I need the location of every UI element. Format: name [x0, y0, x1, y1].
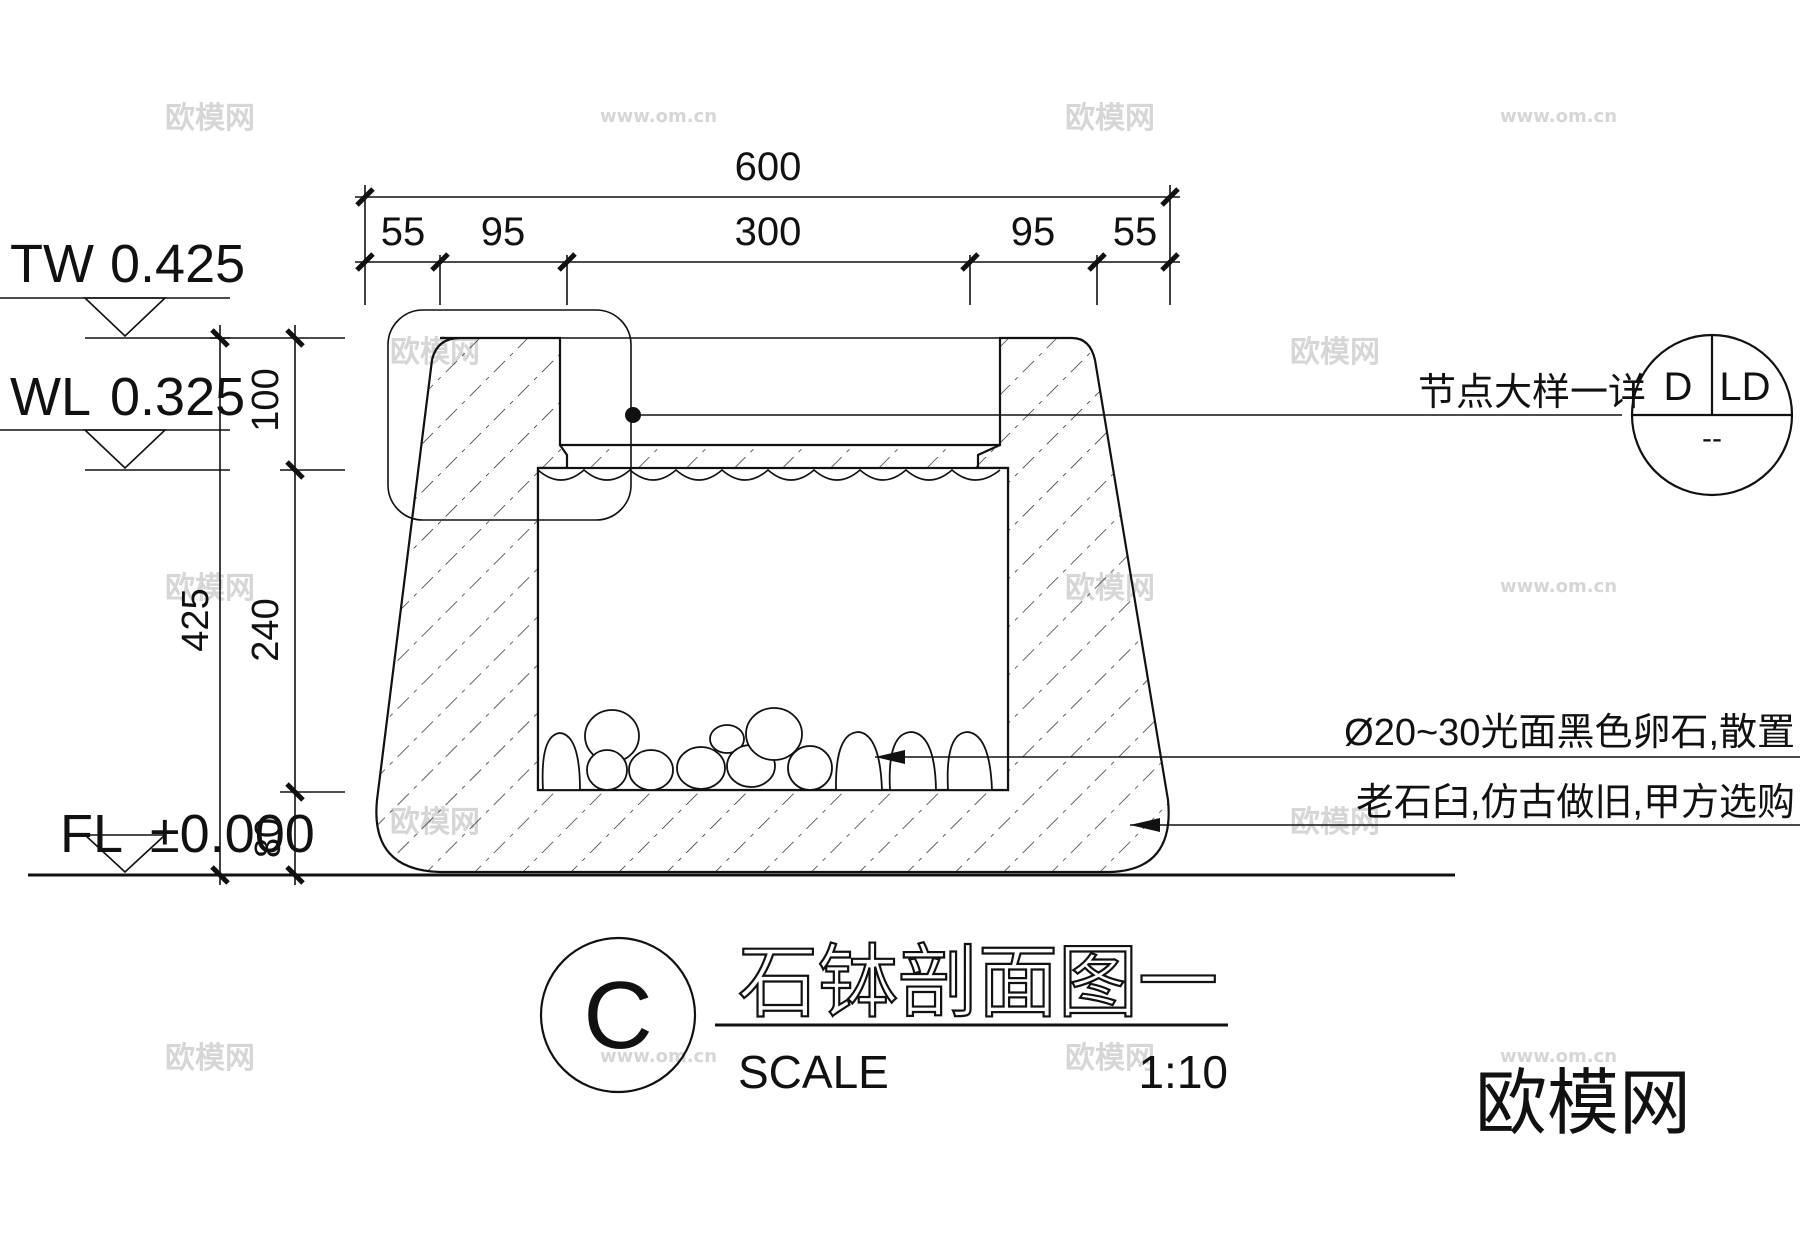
watermark-url: www.om.cn: [600, 106, 717, 127]
dim-segment: 95: [1011, 210, 1056, 254]
watermark-url: www.om.cn: [1500, 576, 1617, 597]
section-title-block: C 石钵剖面图一 SCALE 1:10: [539, 935, 1228, 1098]
watermark-logo: 欧模网: [1290, 805, 1380, 840]
pebbles: [541, 707, 993, 791]
watermark-logo: 欧模网: [1065, 1041, 1155, 1076]
level-tag: FL: [60, 804, 123, 864]
top-dimensions: 600 55 95 300 95 55: [355, 145, 1180, 305]
scale-label: SCALE: [738, 1046, 889, 1098]
drawing-title: 石钵剖面图一: [738, 936, 1218, 1029]
watermark-url: www.om.cn: [600, 1046, 717, 1067]
section-symbol-letter: C: [583, 962, 652, 1069]
leader-arrow-icon: [1130, 818, 1160, 832]
level-tag: TW: [10, 234, 94, 294]
note-pebbles: Ø20~30光面黑色卵石,散置: [1344, 712, 1795, 754]
detail-callout-number: LD: [1719, 365, 1770, 409]
note-mortar: 老石臼,仿古做旧,甲方选购: [1356, 782, 1795, 824]
detail-callout-label: 节点大样一详: [1418, 372, 1646, 414]
watermark-logo: 欧模网: [1065, 101, 1155, 136]
dim-segment: 55: [381, 210, 426, 254]
level-triangle-icon: [82, 834, 168, 874]
scale-value: 1:10: [1138, 1046, 1228, 1098]
dim-inner-depth: 240: [245, 598, 287, 661]
watermark-logo: 欧模网: [165, 571, 255, 606]
level-triangle-icon: [82, 297, 168, 338]
leader-dot-icon: [625, 407, 641, 423]
level-tag: WL: [10, 367, 91, 427]
watermark-logo: 欧模网: [165, 101, 255, 136]
brand-watermark: 欧模网: [1475, 1064, 1691, 1144]
dim-base-height: 80: [247, 818, 288, 858]
level-value: 0.425: [110, 234, 245, 294]
level-value: ±0.000: [150, 804, 315, 864]
level-value: 0.325: [110, 367, 245, 427]
detail-callout-sheet: D: [1664, 365, 1693, 409]
material-notes: Ø20~30光面黑色卵石,散置 老石臼,仿古做旧,甲方选购: [875, 712, 1800, 832]
watermark-logo: 欧模网: [165, 1041, 255, 1076]
watermark-logo: 欧模网: [1290, 335, 1380, 370]
dim-segment: 55: [1113, 210, 1158, 254]
left-dimensions: 100 425 240 80: [175, 325, 345, 885]
dim-segment: 95: [481, 210, 526, 254]
section-symbol-circle: [539, 936, 697, 1094]
watermark-url: www.om.cn: [1500, 1046, 1617, 1067]
leader-arrow-icon: [875, 750, 905, 764]
dim-segment: 300: [735, 210, 802, 254]
level-triangle-icon: [82, 429, 168, 470]
stone-basin-section: [375, 336, 1170, 874]
level-markers: TW 0.425 WL 0.325 FL ±0.000: [0, 234, 315, 874]
dim-overall-width: 600: [735, 145, 802, 189]
detail-callout: 节点大样一详 D LD --: [1418, 333, 1794, 497]
watermark-url: www.om.cn: [1500, 106, 1617, 127]
dim-total-height: 425: [175, 588, 217, 651]
detail-callout-bottom: --: [1702, 422, 1722, 455]
dim-rim-height: 100: [245, 368, 287, 431]
